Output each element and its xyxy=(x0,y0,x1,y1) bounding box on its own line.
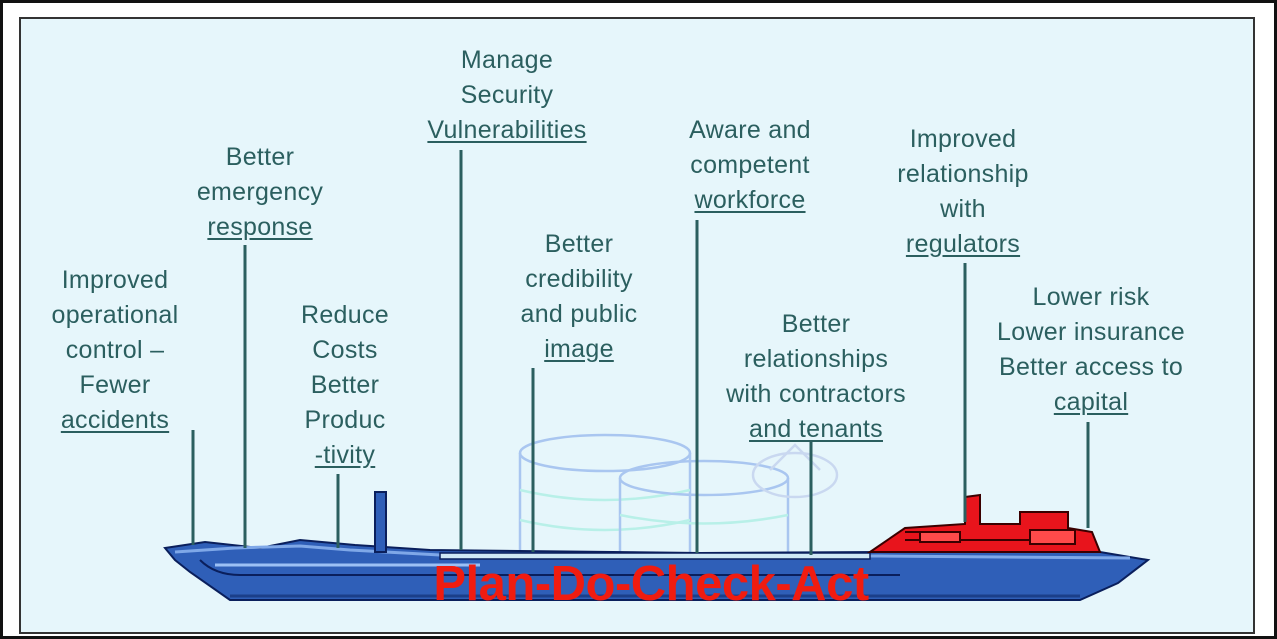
label-emergency-response: Better emergency response xyxy=(196,143,324,241)
ship-mast xyxy=(374,491,387,553)
label-security-vulnerabilities: Manage Security Vulnerabilities xyxy=(427,46,587,144)
storage-tanks xyxy=(518,433,839,558)
label-contractors-tenants: Better relationships with contractors an… xyxy=(726,310,906,443)
ship-superstructure xyxy=(866,493,1102,553)
label-competent-workforce: Aware and competent workforce xyxy=(689,116,811,214)
pdca-banner: Plan-Do-Check-Act xyxy=(433,557,869,611)
label-lower-risk: Lower risk Lower insurance Better access… xyxy=(997,283,1185,416)
label-credibility-image: Better credibility and public image xyxy=(520,230,638,363)
label-operational-control: Improved operational control – Fewer acc… xyxy=(51,266,179,434)
label-regulators: Improved relationship with regulators xyxy=(897,125,1029,258)
label-reduce-costs: Reduce Costs Better Produc -tivity xyxy=(301,301,389,469)
pointer-lines xyxy=(191,150,1090,555)
